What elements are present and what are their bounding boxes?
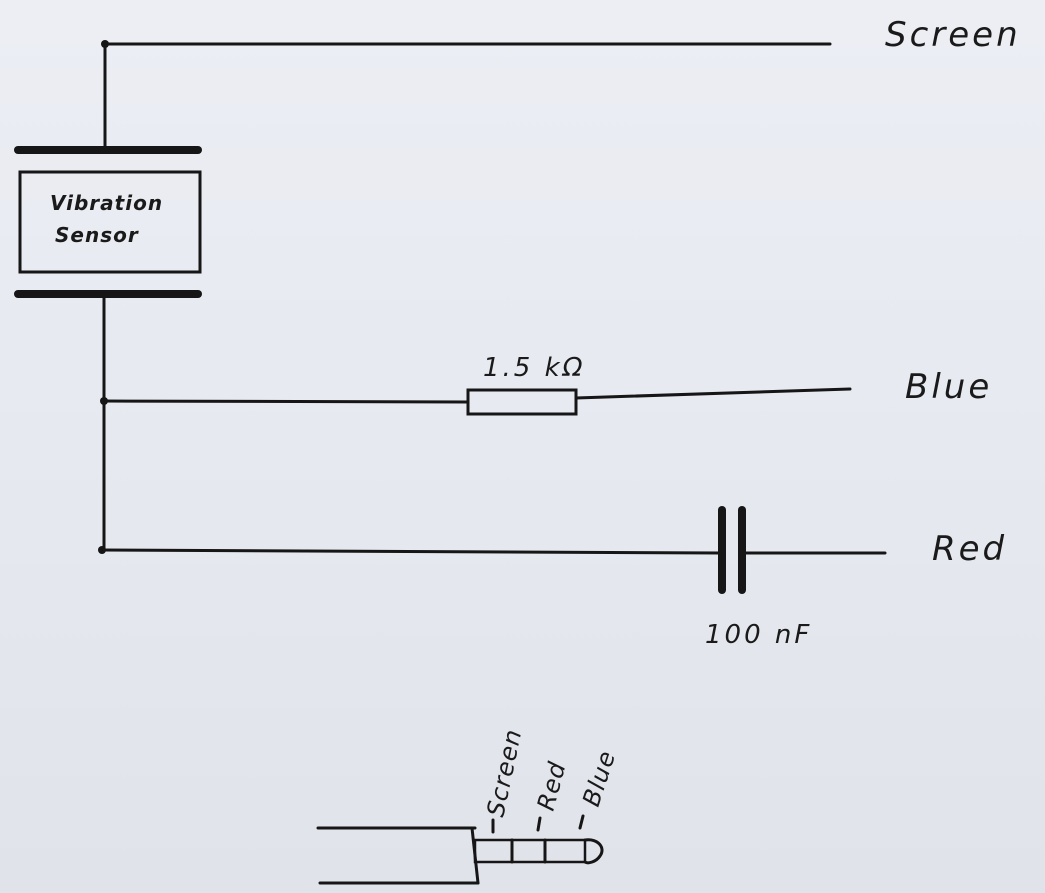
blue-label: Blue (905, 367, 992, 407)
red-wire (98, 506, 887, 594)
plug-label-screen: Screen (481, 726, 527, 819)
plug-label-blue: Blue (577, 747, 621, 810)
sensor-label-line2: Sensor (55, 223, 139, 247)
screen-label: Screen (885, 15, 1021, 55)
red-wire-left (100, 548, 722, 555)
vibration-sensor (14, 146, 202, 298)
resistor-symbol (466, 388, 578, 416)
screen-wire (101, 40, 832, 150)
trs-plug (316, 814, 604, 885)
screen-junction-dot (101, 40, 109, 48)
capacitor-value-label: 100 nF (705, 620, 812, 650)
plug-contacts (473, 838, 587, 864)
blue-wire (100, 387, 852, 416)
sensor-label-line1: Vibration (50, 191, 163, 215)
red-label: Red (932, 529, 1007, 569)
plug-label-red: Red (532, 758, 572, 813)
blue-wire-right (574, 387, 852, 400)
blue-wire-left (102, 399, 470, 404)
resistor-value-label: 1.5 kΩ (483, 353, 586, 383)
plug-blue-tick (578, 814, 585, 830)
plug-red-tick (536, 816, 542, 832)
plug-tip (583, 838, 604, 865)
sensor-box (18, 170, 202, 274)
